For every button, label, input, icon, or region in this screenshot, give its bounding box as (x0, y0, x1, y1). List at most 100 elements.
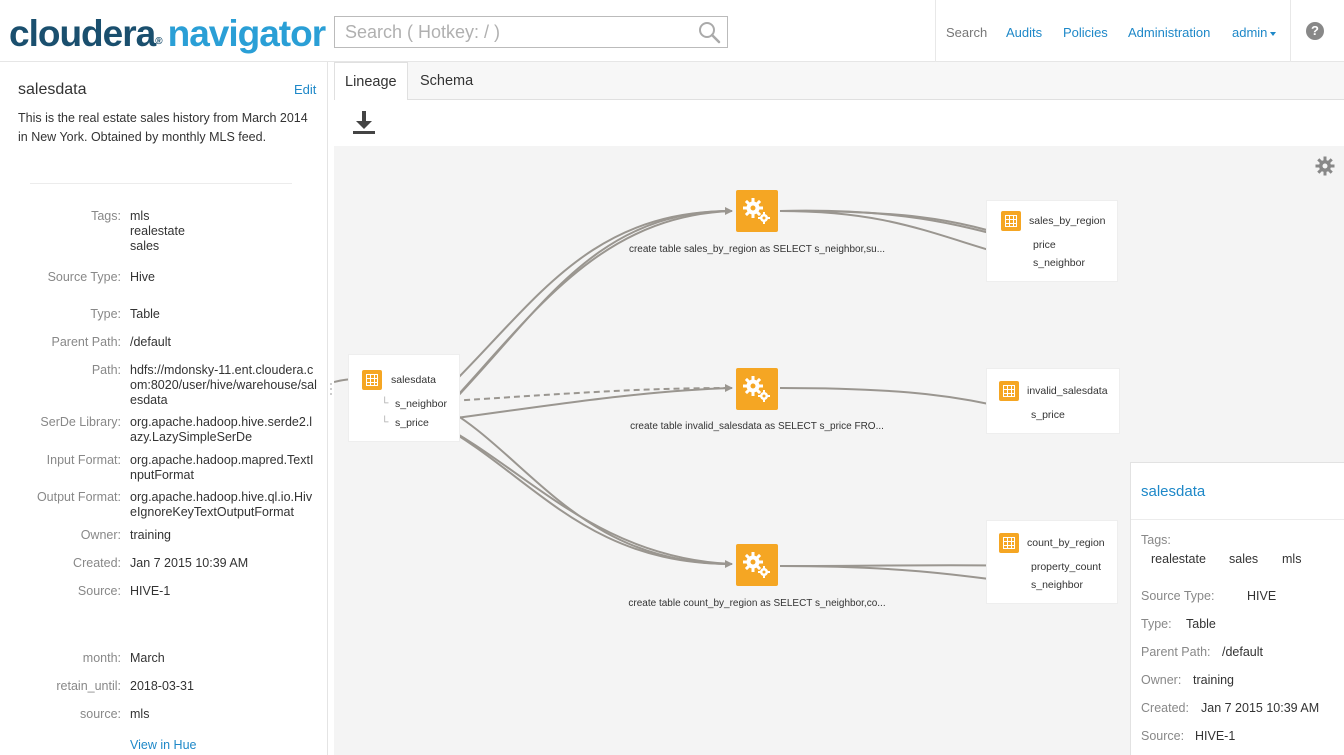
popover-source-type: HIVE (1247, 589, 1277, 603)
operation-label: create table sales_by_region as SELECT s… (628, 244, 886, 255)
node-title: salesdata (391, 374, 436, 386)
prop-label: SerDe Library: (40, 415, 121, 429)
custom-prop-value-source: mls (130, 707, 150, 721)
logo-trademark: ® (155, 36, 162, 47)
lineage-edge (433, 387, 733, 422)
tag-list: mls realestate sales (130, 209, 318, 254)
operation-node[interactable] (736, 190, 778, 232)
popover-tag: mls (1282, 552, 1302, 566)
view-in-hue-link[interactable]: View in Hue (130, 738, 197, 752)
user-name: admin (1232, 25, 1268, 40)
divider (1131, 519, 1344, 520)
target-table-node-invalid-salesdata[interactable]: invalid_salesdata s_price (986, 368, 1120, 434)
tag: sales (130, 239, 160, 253)
prop-value-parent-path: /default (130, 335, 172, 349)
table-icon (999, 533, 1019, 553)
prop-label: Owner: (80, 528, 121, 542)
nav-audits-link[interactable]: Audits (1006, 25, 1043, 40)
popover-owner: training (1193, 673, 1234, 687)
popover-title-link[interactable]: salesdata (1141, 483, 1206, 500)
table-icon (362, 370, 382, 390)
prop-value-path: hdfs://mdonsky-11.ent.cloudera.com:8020/… (130, 363, 317, 407)
prop-label: Path: (91, 363, 121, 377)
node-title: invalid_salesdata (1027, 385, 1108, 397)
node-title: count_by_region (1027, 537, 1105, 549)
popover-label: Created: (1141, 701, 1189, 715)
operation-node[interactable] (736, 544, 778, 586)
lineage-edge (433, 420, 733, 565)
popover-tag: sales (1229, 552, 1259, 566)
gears-icon (743, 198, 770, 224)
nav-search-link[interactable]: Search (946, 25, 988, 40)
panel-resize-handle[interactable] (329, 380, 333, 400)
prop-value-source-type: Hive (130, 270, 156, 284)
custom-prop-label: month: (82, 651, 121, 665)
operation-node[interactable] (736, 368, 778, 410)
nav-policies-link[interactable]: Policies (1063, 25, 1108, 40)
search-input[interactable] (335, 17, 685, 47)
logo-word-cloudera: cloudera (9, 13, 156, 54)
prop-label: Created: (73, 556, 121, 570)
lineage-toolbar (334, 100, 1344, 146)
entity-details-panel: salesdata Edit This is the real estate s… (0, 62, 328, 755)
user-menu[interactable]: admin (1232, 25, 1277, 40)
prop-value-output-format: org.apache.hadoop.hive.ql.io.HiveIgnoreK… (130, 490, 313, 519)
chevron-down-icon (1270, 31, 1277, 36)
field-s-neighbor[interactable]: s_neighbor (1033, 257, 1085, 269)
field-s-neighbor[interactable]: s_neighbor (1031, 579, 1083, 591)
target-table-node-sales-by-region[interactable]: sales_by_region price s_neighbor (986, 200, 1118, 282)
popover-label: Source: (1141, 729, 1185, 743)
divider (30, 183, 292, 184)
prop-label: Type: (90, 307, 121, 321)
prop-value-serde-library: org.apache.hadoop.hive.serde2.lazy.LazyS… (130, 415, 313, 444)
search-box (334, 16, 728, 48)
popover-parent-path: /default (1222, 645, 1264, 659)
download-icon[interactable] (352, 110, 376, 136)
prop-value-type: Table (130, 307, 160, 321)
prop-value-input-format: org.apache.hadoop.mapred.TextInputFormat (130, 453, 314, 482)
custom-prop-label: retain_until: (56, 679, 121, 693)
popover-label: Source Type: (1141, 589, 1215, 603)
popover-type: Table (1186, 617, 1216, 631)
custom-prop-label: source: (80, 707, 121, 721)
prop-value-source: HIVE-1 (130, 584, 171, 598)
cloudera-navigator-logo[interactable]: cloudera®navigator (9, 12, 326, 56)
operation-label: create table count_by_region as SELECT s… (628, 598, 886, 609)
prop-label: Output Format: (36, 490, 121, 504)
node-title: sales_by_region (1029, 215, 1106, 227)
popover-created: Jan 7 2015 10:39 AM (1201, 701, 1320, 715)
tab-schema[interactable]: Schema (420, 73, 474, 89)
edit-link[interactable]: Edit (294, 82, 317, 97)
field-s-neighbor[interactable]: s_neighbor (395, 398, 447, 410)
field-connector-icon: └ (381, 416, 389, 428)
operation-label: create table invalid_salesdata as SELECT… (630, 421, 884, 432)
gears-icon (743, 552, 770, 578)
prop-label: Input Format: (46, 453, 121, 467)
custom-prop-value-month: March (130, 651, 165, 665)
entity-popover: salesdata Tags: realestate sales mls Sou… (1130, 462, 1344, 755)
field-s-price[interactable]: s_price (1031, 409, 1065, 421)
tab-lineage[interactable]: Lineage (334, 62, 408, 101)
table-icon (999, 381, 1019, 401)
target-table-node-count-by-region[interactable]: count_by_region property_count s_neighbo… (986, 520, 1118, 604)
search-icon[interactable] (697, 20, 721, 44)
nav-divider (935, 0, 936, 62)
popover-label: Type: (1141, 617, 1172, 631)
gear-icon[interactable] (1315, 156, 1335, 176)
prop-label: Parent Path: (51, 335, 122, 349)
popover-label: Owner: (1141, 673, 1182, 687)
field-s-price[interactable]: s_price (395, 417, 429, 429)
lineage-edge (433, 210, 733, 422)
field-property-count[interactable]: property_count (1031, 561, 1102, 573)
popover-label: Tags: (1141, 533, 1171, 547)
help-icon[interactable]: ? (1306, 22, 1324, 40)
field-connector-icon: └ (381, 397, 389, 409)
field-price[interactable]: price (1033, 239, 1056, 251)
nav-administration-link[interactable]: Administration (1128, 25, 1211, 40)
prop-label: Source Type: (47, 270, 121, 284)
tag: realestate (130, 224, 185, 238)
nav-divider (1290, 0, 1291, 62)
source-table-node[interactable]: salesdata └ s_neighbor └ s_price (348, 354, 460, 442)
custom-prop-value-retain-until: 2018-03-31 (130, 679, 194, 693)
prop-label: Source: (77, 584, 121, 598)
